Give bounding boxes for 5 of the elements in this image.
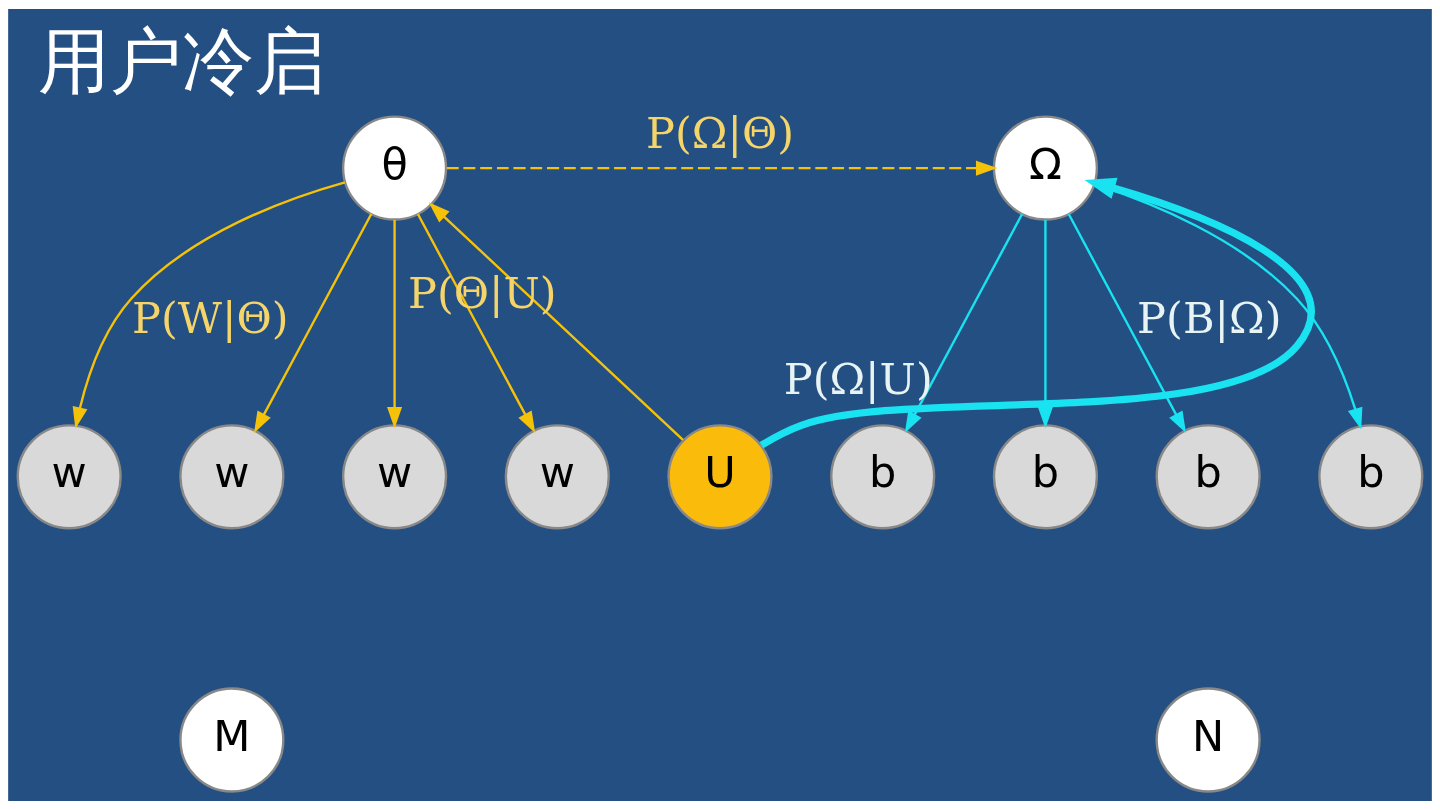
diagram-title: 用户冷启 xyxy=(37,18,326,103)
edge-label: P(Ω|Θ) xyxy=(645,107,795,158)
edge-label: P(W|Θ) xyxy=(132,292,289,343)
edge-label: P(Ω|U) xyxy=(783,354,933,405)
edge-label: P(B|Ω) xyxy=(1137,292,1282,343)
